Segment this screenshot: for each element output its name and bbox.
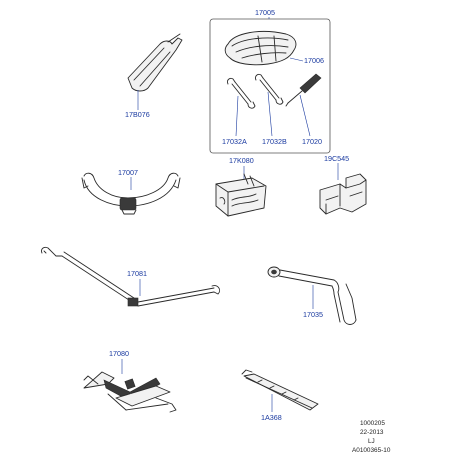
label-17020[interactable]: 17020 <box>302 137 322 146</box>
label-17035[interactable]: 17035 <box>303 310 323 319</box>
jack-handle-icon <box>41 246 221 307</box>
label-17005[interactable]: 17005 <box>255 8 275 17</box>
tool-kit-group: 17005 17006 17032A 17032B <box>209 8 331 154</box>
spanner-a-icon <box>227 77 256 109</box>
scissor-jack-icon <box>83 371 177 413</box>
spanner-b-icon <box>255 73 284 105</box>
bag-icon <box>215 173 267 217</box>
leader-17020 <box>299 94 311 137</box>
strap-group: 17007 <box>81 168 181 215</box>
label-17006[interactable]: 17006 <box>304 56 324 65</box>
wheel-brace-group: 17035 <box>267 266 357 325</box>
label-17k080[interactable]: 17K080 <box>229 156 254 165</box>
tool-kit-frame <box>209 18 331 154</box>
label-17080[interactable]: 17080 <box>109 349 129 358</box>
jack-holder-group: 17B076 <box>125 33 183 119</box>
jack-group: 17080 <box>83 349 177 413</box>
leader-17032b <box>267 91 273 137</box>
screwdriver-icon <box>285 73 322 107</box>
label-17032a[interactable]: 17032A <box>222 137 247 146</box>
jack-handle-group: 17081 <box>41 246 221 307</box>
bracket-icon <box>319 173 367 215</box>
leader-17006 <box>289 57 304 62</box>
bracket-group: 19C545 <box>319 154 367 215</box>
tool-strip-group: 1A368 <box>241 369 319 422</box>
tool-strip-icon <box>241 369 319 411</box>
label-17032b[interactable]: 17032B <box>262 137 287 146</box>
label-17007[interactable]: 17007 <box>118 168 138 177</box>
jack-holder-icon <box>127 33 183 92</box>
tool-bag-icon <box>224 31 297 66</box>
reference-code: LJ <box>368 438 375 445</box>
reference-illustration-id: A0100365-10 <box>352 447 391 454</box>
label-19c545[interactable]: 19C545 <box>324 154 349 163</box>
bag-group: 17K080 <box>215 156 267 217</box>
label-17b076[interactable]: 17B076 <box>125 110 150 119</box>
strap-icon <box>81 172 181 215</box>
reference-number: 1000205 <box>360 420 385 427</box>
label-1a368[interactable]: 1A368 <box>261 413 282 422</box>
reference-block: 1000205 22-2013 LJ A0100365-10 <box>352 420 391 454</box>
reference-date: 22-2013 <box>360 429 384 436</box>
leader-17032a <box>235 95 239 137</box>
label-17081[interactable]: 17081 <box>127 269 147 278</box>
wheel-brace-icon <box>267 266 357 325</box>
